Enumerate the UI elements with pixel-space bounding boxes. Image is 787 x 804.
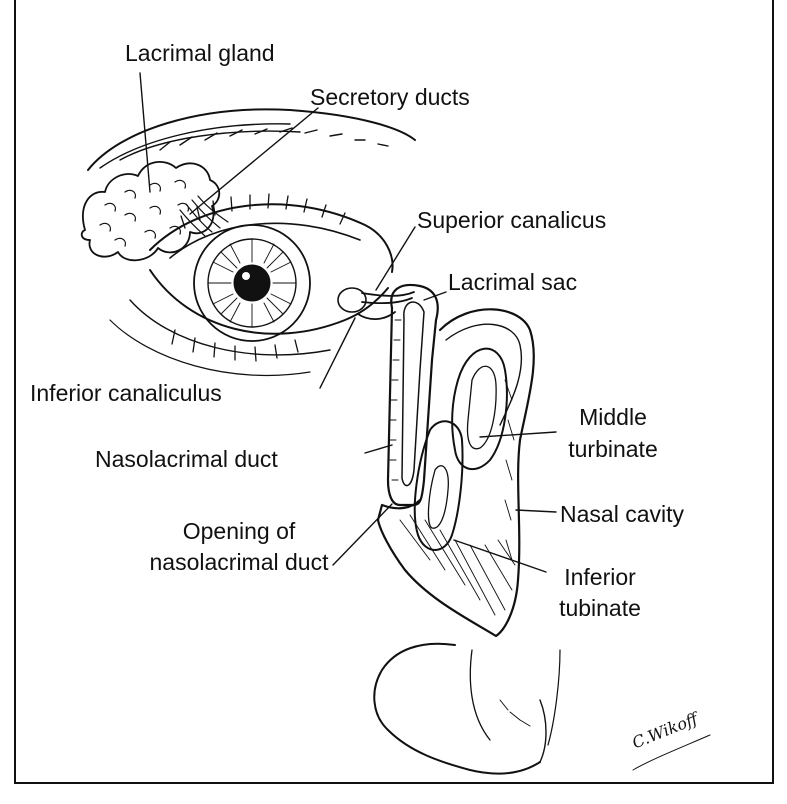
lacrimal-gland [82,162,220,260]
eye [194,225,310,341]
middle-turbinate [452,349,507,470]
nose [374,644,560,774]
label-secretory-ducts: Secretory ducts [310,84,470,111]
label-opening-line2: nasolacrimal duct [124,549,354,576]
label-nasolacrimal-duct: Nasolacrimal duct [95,446,278,473]
label-inferior-canaliculus: Inferior canaliculus [30,380,222,407]
eyebrow [88,109,415,170]
label-middle-turbinate-line1: Middle [558,404,668,431]
caruncle [338,288,366,312]
label-lacrimal-sac: Lacrimal sac [448,269,577,296]
leader-lines [140,73,556,572]
label-nasal-cavity: Nasal cavity [560,501,684,528]
label-lacrimal-gland: Lacrimal gland [125,40,275,67]
label-opening-line1: Opening of [124,518,354,545]
lacrimal-sac-and-duct [388,285,438,505]
label-superior-canalicus: Superior canalicus [417,207,606,234]
label-middle-turbinate-line2: turbinate [558,436,668,463]
label-inferior-turbinate-line2: tubinate [540,595,660,622]
inferior-turbinate [415,421,463,550]
label-inferior-turbinate-line1: Inferior [540,564,660,591]
upper-eyelid [150,194,393,272]
